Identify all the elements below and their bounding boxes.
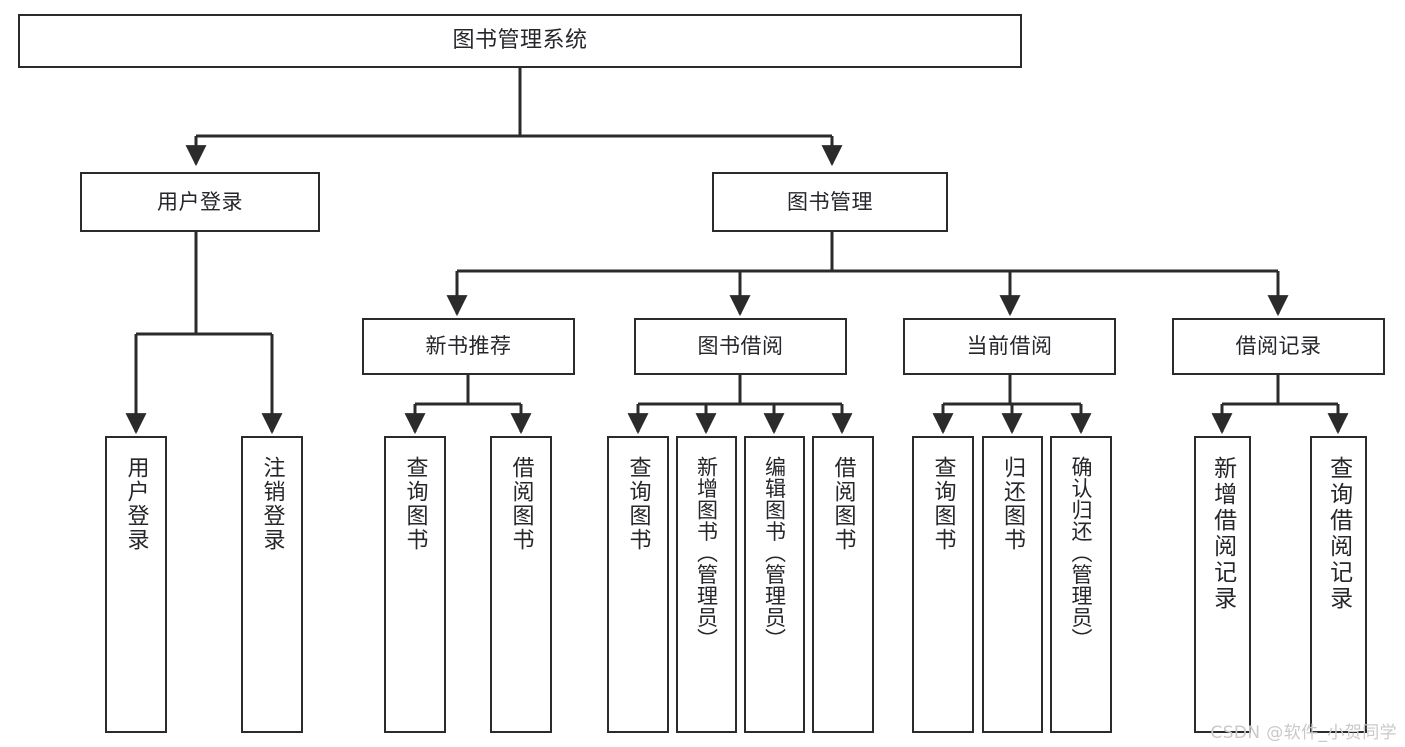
leaf-query-book-borrow[interactable]: 查询图书 xyxy=(607,436,669,733)
node-user-login[interactable]: 用户登录 xyxy=(80,172,320,232)
node-label: 确认归还（管理员） xyxy=(1069,456,1094,650)
node-label: 用户登录 xyxy=(123,456,149,552)
node-book-management[interactable]: 图书管理 xyxy=(712,172,948,232)
leaf-borrow-book-borrow[interactable]: 借阅图书 xyxy=(812,436,874,733)
node-label: 查询图书 xyxy=(402,456,428,552)
leaf-query-book-current[interactable]: 查询图书 xyxy=(912,436,974,733)
leaf-query-book-recommend[interactable]: 查询图书 xyxy=(384,436,446,733)
node-label: 借阅图书 xyxy=(830,456,856,552)
node-label: 图书管理系统 xyxy=(452,28,588,54)
node-label: 查询借阅记录 xyxy=(1325,456,1352,612)
node-label: 借阅记录 xyxy=(1235,334,1322,359)
leaf-user-login[interactable]: 用户登录 xyxy=(105,436,167,733)
leaf-add-book-admin[interactable]: 新增图书（管理员） xyxy=(676,436,737,733)
leaf-borrow-book-recommend[interactable]: 借阅图书 xyxy=(490,436,552,733)
node-borrow-record[interactable]: 借阅记录 xyxy=(1172,318,1385,375)
node-label: 新增图书（管理员） xyxy=(694,456,719,650)
node-label: 用户登录 xyxy=(157,189,243,214)
node-label: 注销登录 xyxy=(259,456,285,552)
node-label: 编辑图书（管理员） xyxy=(762,456,787,650)
node-label: 新增借阅记录 xyxy=(1209,456,1236,612)
node-label: 查询图书 xyxy=(625,456,651,552)
node-book-borrow[interactable]: 图书借阅 xyxy=(634,318,847,375)
leaf-query-borrow-record[interactable]: 查询借阅记录 xyxy=(1310,436,1367,733)
leaf-return-book[interactable]: 归还图书 xyxy=(982,436,1043,733)
node-label: 查询图书 xyxy=(930,456,956,552)
node-label: 新书推荐 xyxy=(425,334,512,359)
node-label: 借阅图书 xyxy=(508,456,534,552)
leaf-confirm-return-admin[interactable]: 确认归还（管理员） xyxy=(1050,436,1112,733)
node-label: 图书借阅 xyxy=(697,334,784,359)
node-current-borrow[interactable]: 当前借阅 xyxy=(903,318,1116,375)
node-label: 当前借阅 xyxy=(966,334,1053,359)
node-new-book-recommend[interactable]: 新书推荐 xyxy=(362,318,575,375)
leaf-logout[interactable]: 注销登录 xyxy=(241,436,303,733)
node-root-system[interactable]: 图书管理系统 xyxy=(18,14,1022,68)
node-label: 图书管理 xyxy=(787,189,873,214)
leaf-add-borrow-record[interactable]: 新增借阅记录 xyxy=(1194,436,1251,733)
leaf-edit-book-admin[interactable]: 编辑图书（管理员） xyxy=(744,436,805,733)
node-label: 归还图书 xyxy=(1000,456,1026,552)
